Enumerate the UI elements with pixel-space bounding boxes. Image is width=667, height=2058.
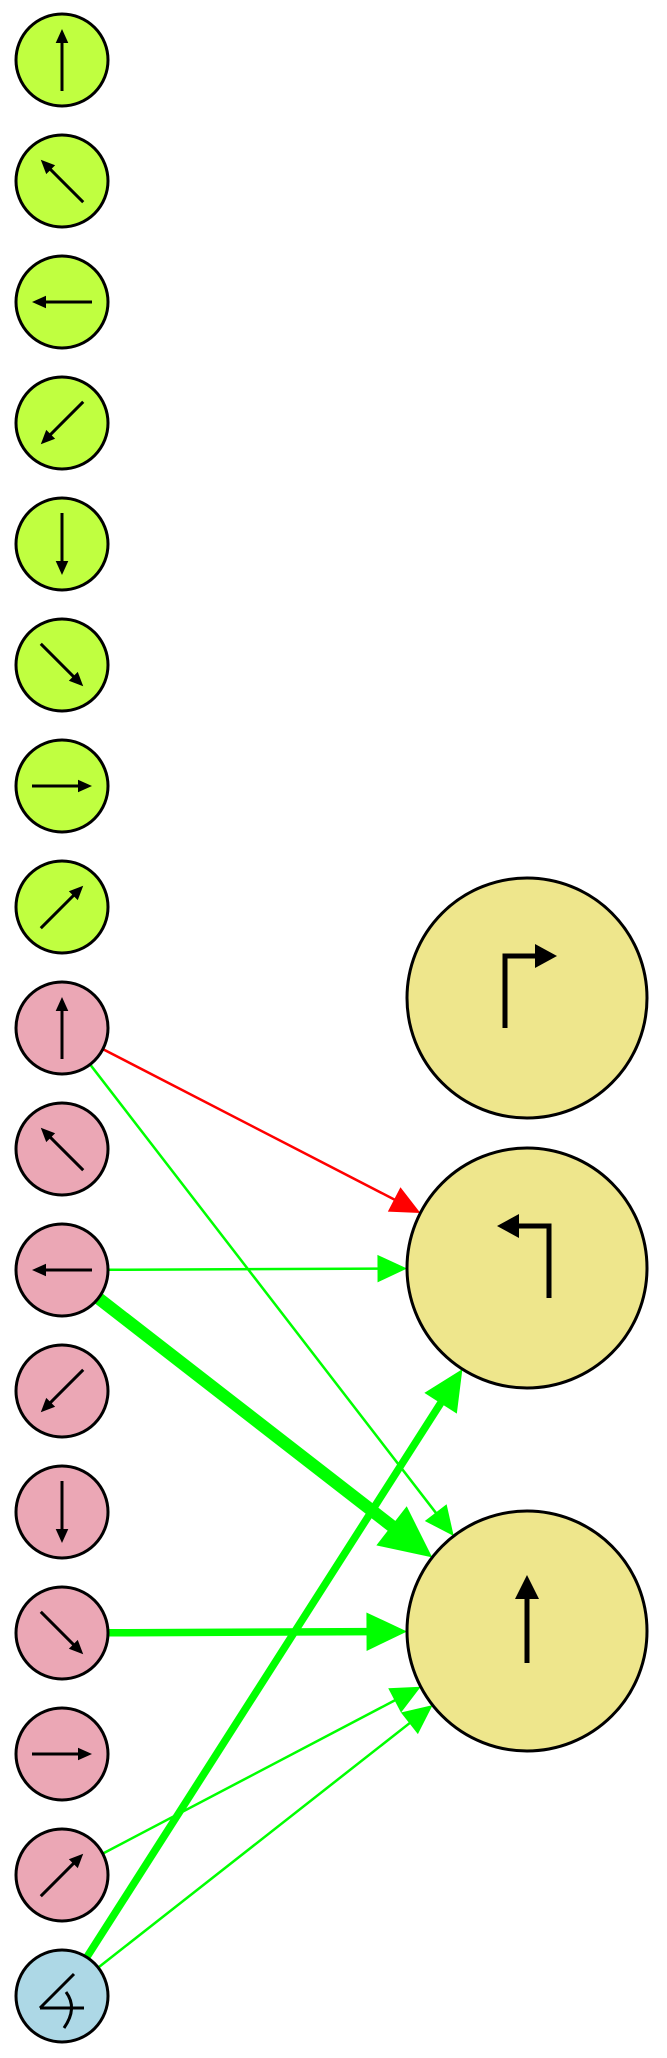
- node-g-up-right: [14, 859, 110, 955]
- arrow-down-left-icon: [40, 1368, 85, 1413]
- arrow-down-icon: [55, 1481, 69, 1543]
- output-node-o-turn-right: [405, 876, 649, 1120]
- node-g-down: [14, 496, 110, 592]
- node-g-down-left: [14, 375, 110, 471]
- node-p-down: [14, 1464, 110, 1560]
- node-p-down-right: [14, 1585, 110, 1681]
- node-p-up-right: [14, 1827, 110, 1923]
- arrow-up-left-icon: [40, 1127, 85, 1172]
- arrow-down-left-icon: [40, 400, 85, 445]
- output-node-o-straight: [405, 1509, 649, 1753]
- straight-icon: [515, 1575, 539, 1663]
- edge-p-up-to-o-turn-left: [102, 1047, 421, 1213]
- angle-icon: [38, 1972, 84, 2029]
- node-g-left: [14, 254, 110, 350]
- turn-left-icon: [497, 1214, 552, 1298]
- arrow-left-icon: [32, 1263, 92, 1277]
- node-g-up-left: [14, 133, 110, 229]
- node-p-up-left: [14, 1101, 110, 1197]
- edges-layer: [83, 1047, 463, 1969]
- node-b-angle: [14, 1948, 110, 2044]
- edge-p-up-to-o-straight: [89, 1063, 454, 1536]
- edge-b-angle-to-o-straight: [97, 1705, 433, 1969]
- node-p-down-left: [14, 1343, 110, 1439]
- edge-b-angle-to-o-turn-left: [83, 1369, 463, 1960]
- arrow-up-left-icon: [40, 159, 85, 204]
- turn-right-icon: [502, 944, 557, 1028]
- arrow-down-right-icon: [39, 1610, 84, 1655]
- node-p-left: [14, 1222, 110, 1318]
- arrow-up-icon: [55, 29, 69, 91]
- edge-p-down-right-to-o-straight: [107, 1612, 408, 1651]
- arrow-up-right-icon: [39, 1853, 84, 1898]
- arrow-right-icon: [32, 779, 92, 793]
- edge-p-left-to-o-straight: [94, 1293, 433, 1558]
- nodes-layer: [14, 12, 649, 2044]
- edge-p-up-right-to-o-straight: [102, 1686, 421, 1855]
- arrow-up-right-icon: [39, 885, 84, 930]
- node-g-up: [14, 12, 110, 108]
- edge-p-left-to-o-turn-left: [107, 1254, 408, 1283]
- output-node-o-turn-left: [405, 1146, 649, 1390]
- node-p-right: [14, 1706, 110, 1802]
- arrow-down-right-icon: [39, 642, 84, 687]
- arrow-right-icon: [32, 1747, 92, 1761]
- node-g-down-right: [14, 617, 110, 713]
- node-g-right: [14, 738, 110, 834]
- arrow-up-icon: [55, 997, 69, 1059]
- arrow-down-icon: [55, 513, 69, 575]
- arrow-left-icon: [32, 295, 92, 309]
- node-p-up: [14, 980, 110, 1076]
